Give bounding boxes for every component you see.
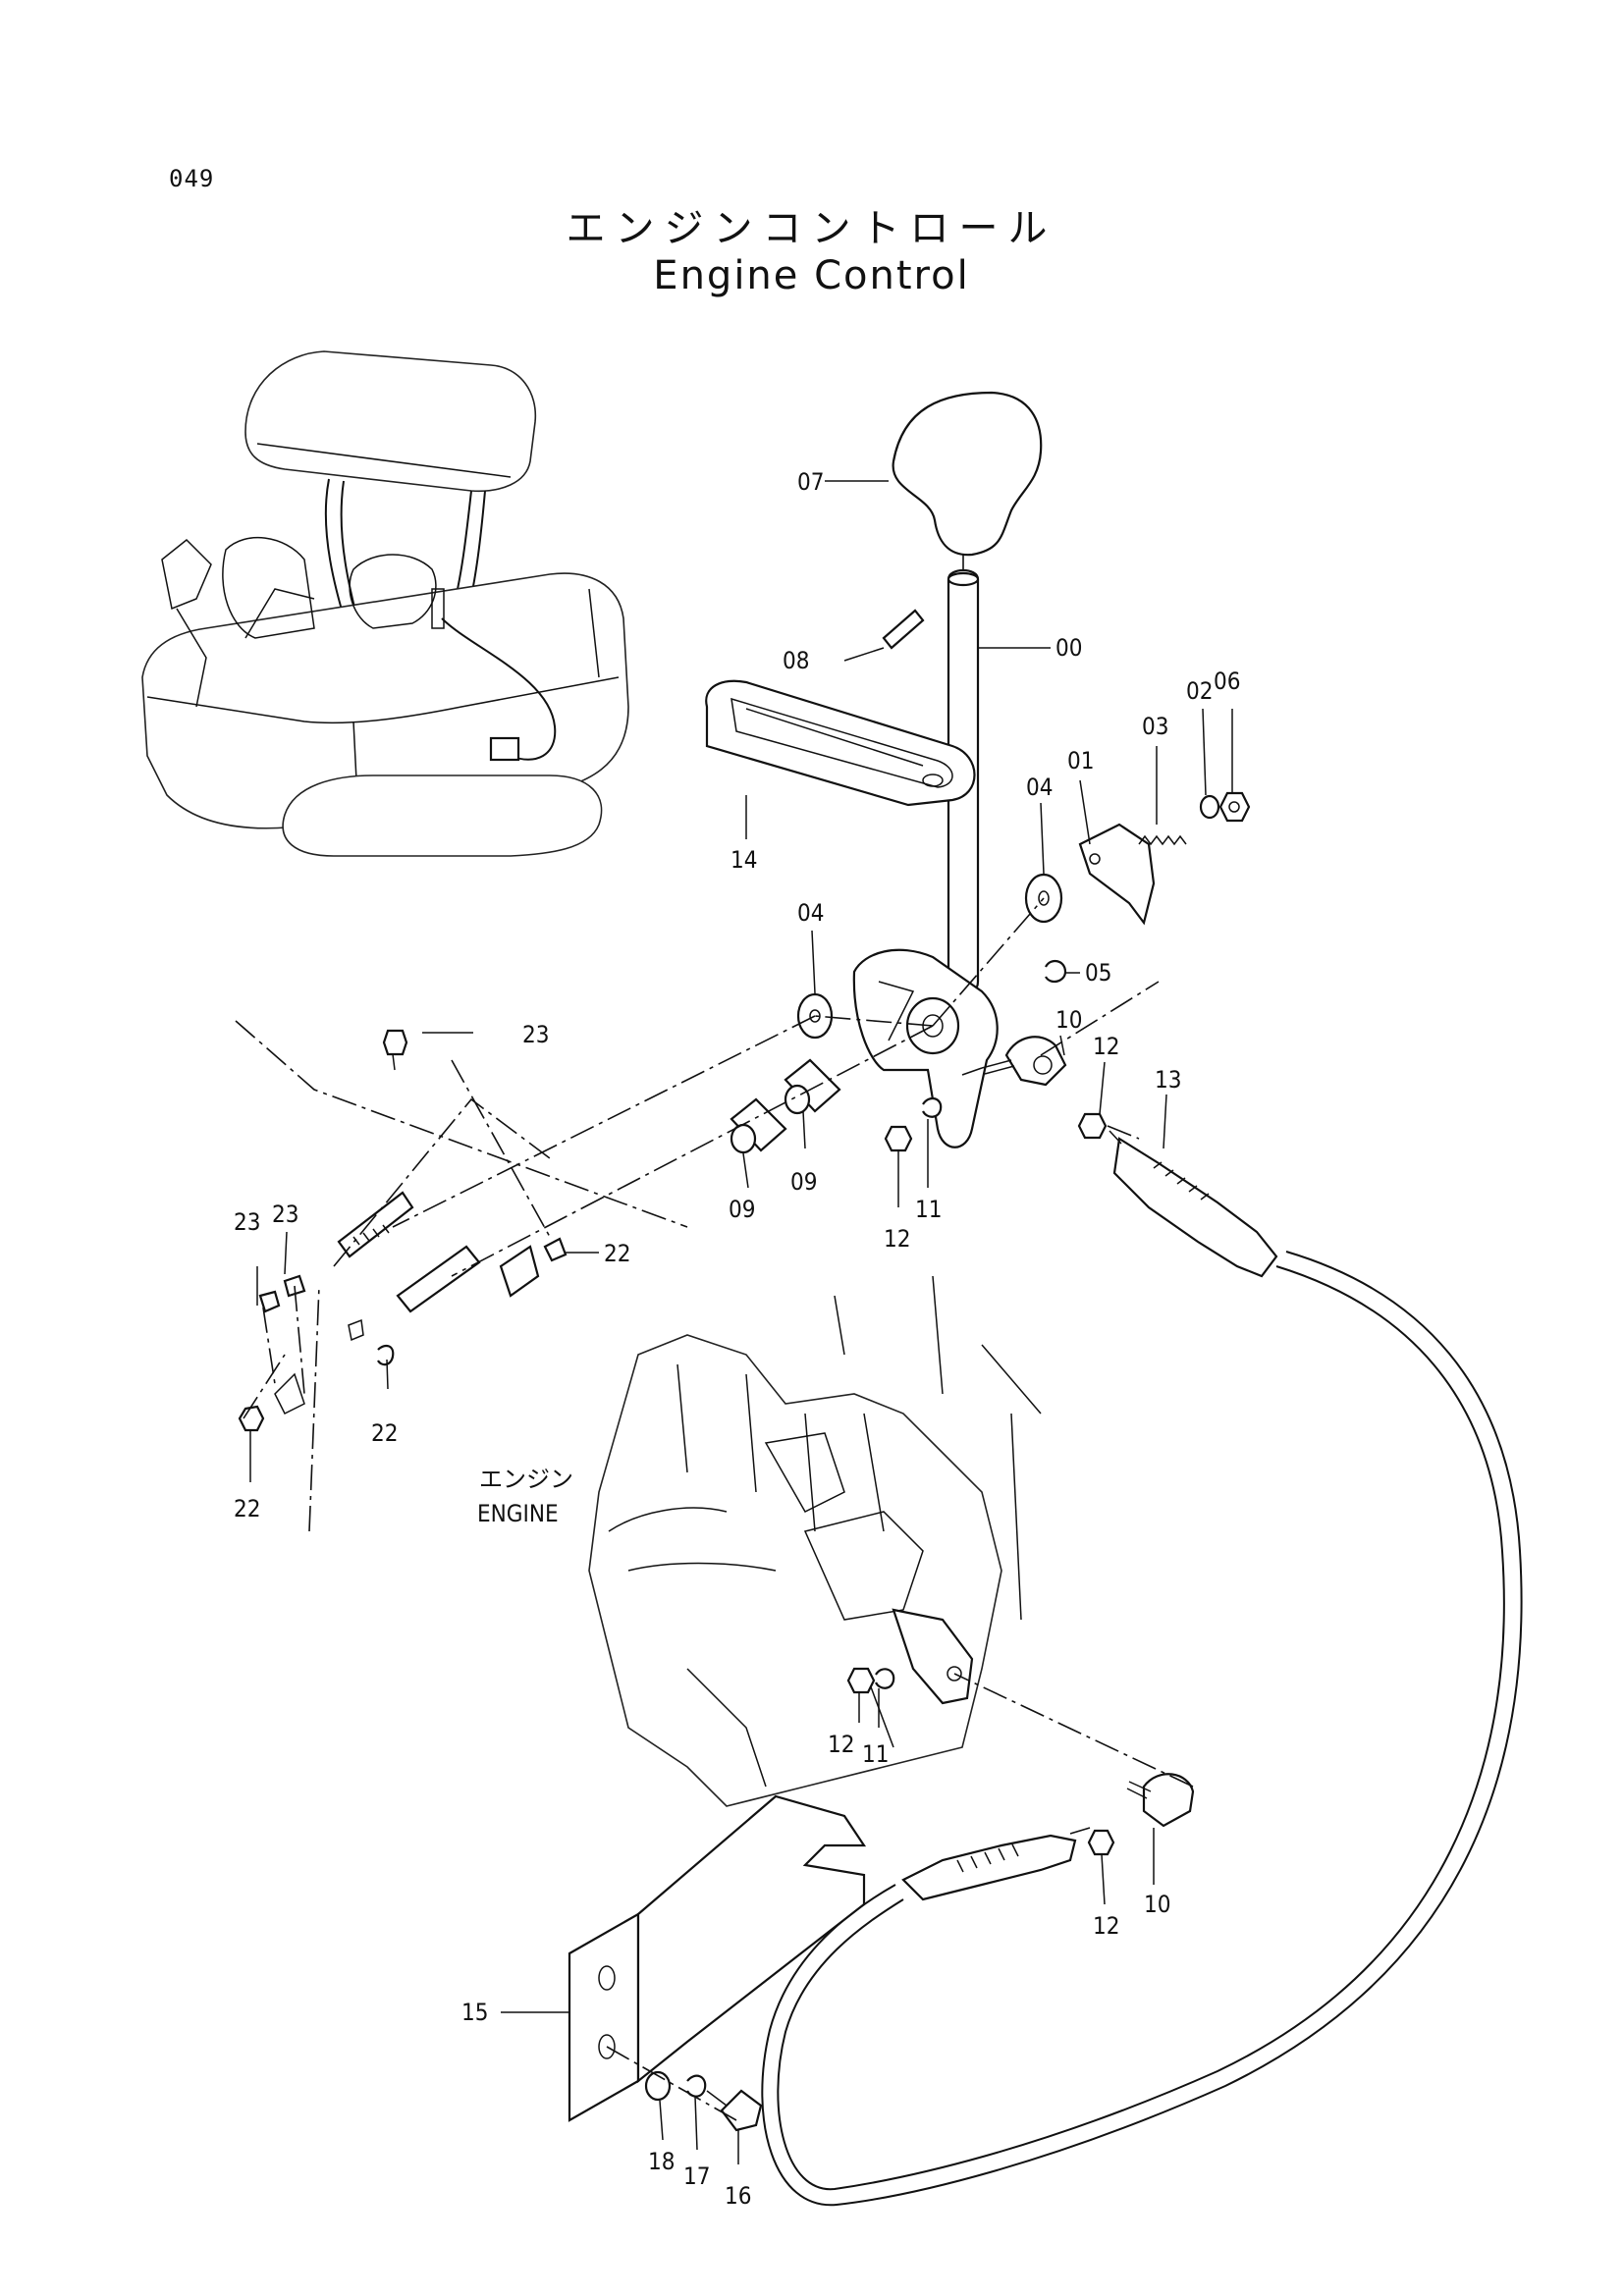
machine-overview-illustration — [141, 350, 629, 857]
label-12-mid: 12 — [884, 1225, 910, 1253]
label-16: 16 — [725, 2182, 751, 2210]
label-12-upper: 12 — [1093, 1033, 1119, 1060]
washer — [1199, 794, 1220, 820]
label-15: 15 — [461, 1999, 488, 2026]
label-14: 14 — [730, 846, 757, 874]
snap-ring — [922, 1096, 943, 1118]
label-11-upper: 11 — [915, 1196, 942, 1223]
ball-joint-upper — [1004, 1036, 1067, 1087]
nut-lower — [1087, 1829, 1115, 1856]
label-04-left: 04 — [797, 899, 824, 927]
ball-joint-lower — [1142, 1773, 1195, 1828]
nut-upper — [1077, 1112, 1108, 1140]
label-10-upper: 10 — [1055, 1006, 1082, 1034]
label-23-left: 23 — [234, 1208, 260, 1236]
spring — [1138, 834, 1187, 846]
label-22-mid: 22 — [604, 1240, 630, 1267]
label-22-left: 22 — [234, 1495, 260, 1522]
label-10-lower: 10 — [1144, 1891, 1170, 1918]
label-11-engine: 11 — [862, 1740, 889, 1768]
label-01: 01 — [1067, 747, 1094, 774]
nut — [1218, 791, 1251, 823]
bracket-plate — [1078, 823, 1156, 926]
bolt-16 — [720, 2089, 763, 2132]
throttle-cable-outline — [761, 1251, 1523, 2207]
engine-label-en: ENGINE — [477, 1500, 559, 1527]
label-23-right: 23 — [272, 1201, 298, 1228]
clip — [1045, 959, 1067, 984]
label-08: 08 — [783, 647, 809, 674]
label-09-left: 09 — [729, 1196, 755, 1223]
label-07: 07 — [797, 468, 824, 496]
lever-assembly — [705, 391, 1278, 1278]
nut-engine — [846, 1667, 876, 1694]
label-00: 00 — [1055, 634, 1082, 662]
snap-engine — [875, 1668, 895, 1689]
throttle-cable — [777, 1265, 1505, 2191]
nut-small — [884, 1125, 913, 1152]
engine-label-jp: エンジン — [479, 1466, 573, 1493]
label-17: 17 — [683, 2163, 710, 2190]
label-06: 06 — [1214, 667, 1240, 695]
cable-end-upper — [1112, 1137, 1278, 1278]
mount-bracket-side — [568, 1912, 640, 2122]
title-japanese: エンジンコントロール — [566, 206, 1057, 251]
label-09-right: 09 — [790, 1168, 817, 1196]
control-knob — [892, 391, 1043, 557]
label-05: 05 — [1085, 959, 1111, 987]
page-number: 049 — [169, 165, 215, 192]
label-22-lower: 22 — [371, 1419, 398, 1447]
part-labels: 07 00 08 14 01 03 02 06 04 04 05 10 12 1… — [234, 468, 1240, 2210]
label-23-top: 23 — [522, 1021, 549, 1048]
mount-bracket-top — [636, 1794, 867, 2084]
label-18: 18 — [648, 2148, 675, 2175]
label-12-lower: 12 — [1093, 1912, 1119, 1940]
label-02: 02 — [1186, 677, 1213, 705]
assembly-leader-lines — [235, 555, 1194, 2121]
linkage-left — [238, 1029, 568, 1432]
label-04-right: 04 — [1026, 774, 1053, 801]
label-13: 13 — [1155, 1066, 1181, 1094]
title-english: Engine Control — [653, 253, 970, 298]
label-03: 03 — [1142, 713, 1168, 740]
spring-pin — [882, 609, 925, 650]
cable-end-lower — [901, 1834, 1077, 1901]
label-12-engine: 12 — [828, 1731, 854, 1758]
callout-lines — [249, 480, 1233, 2164]
engine-illustration — [588, 1275, 1042, 1807]
